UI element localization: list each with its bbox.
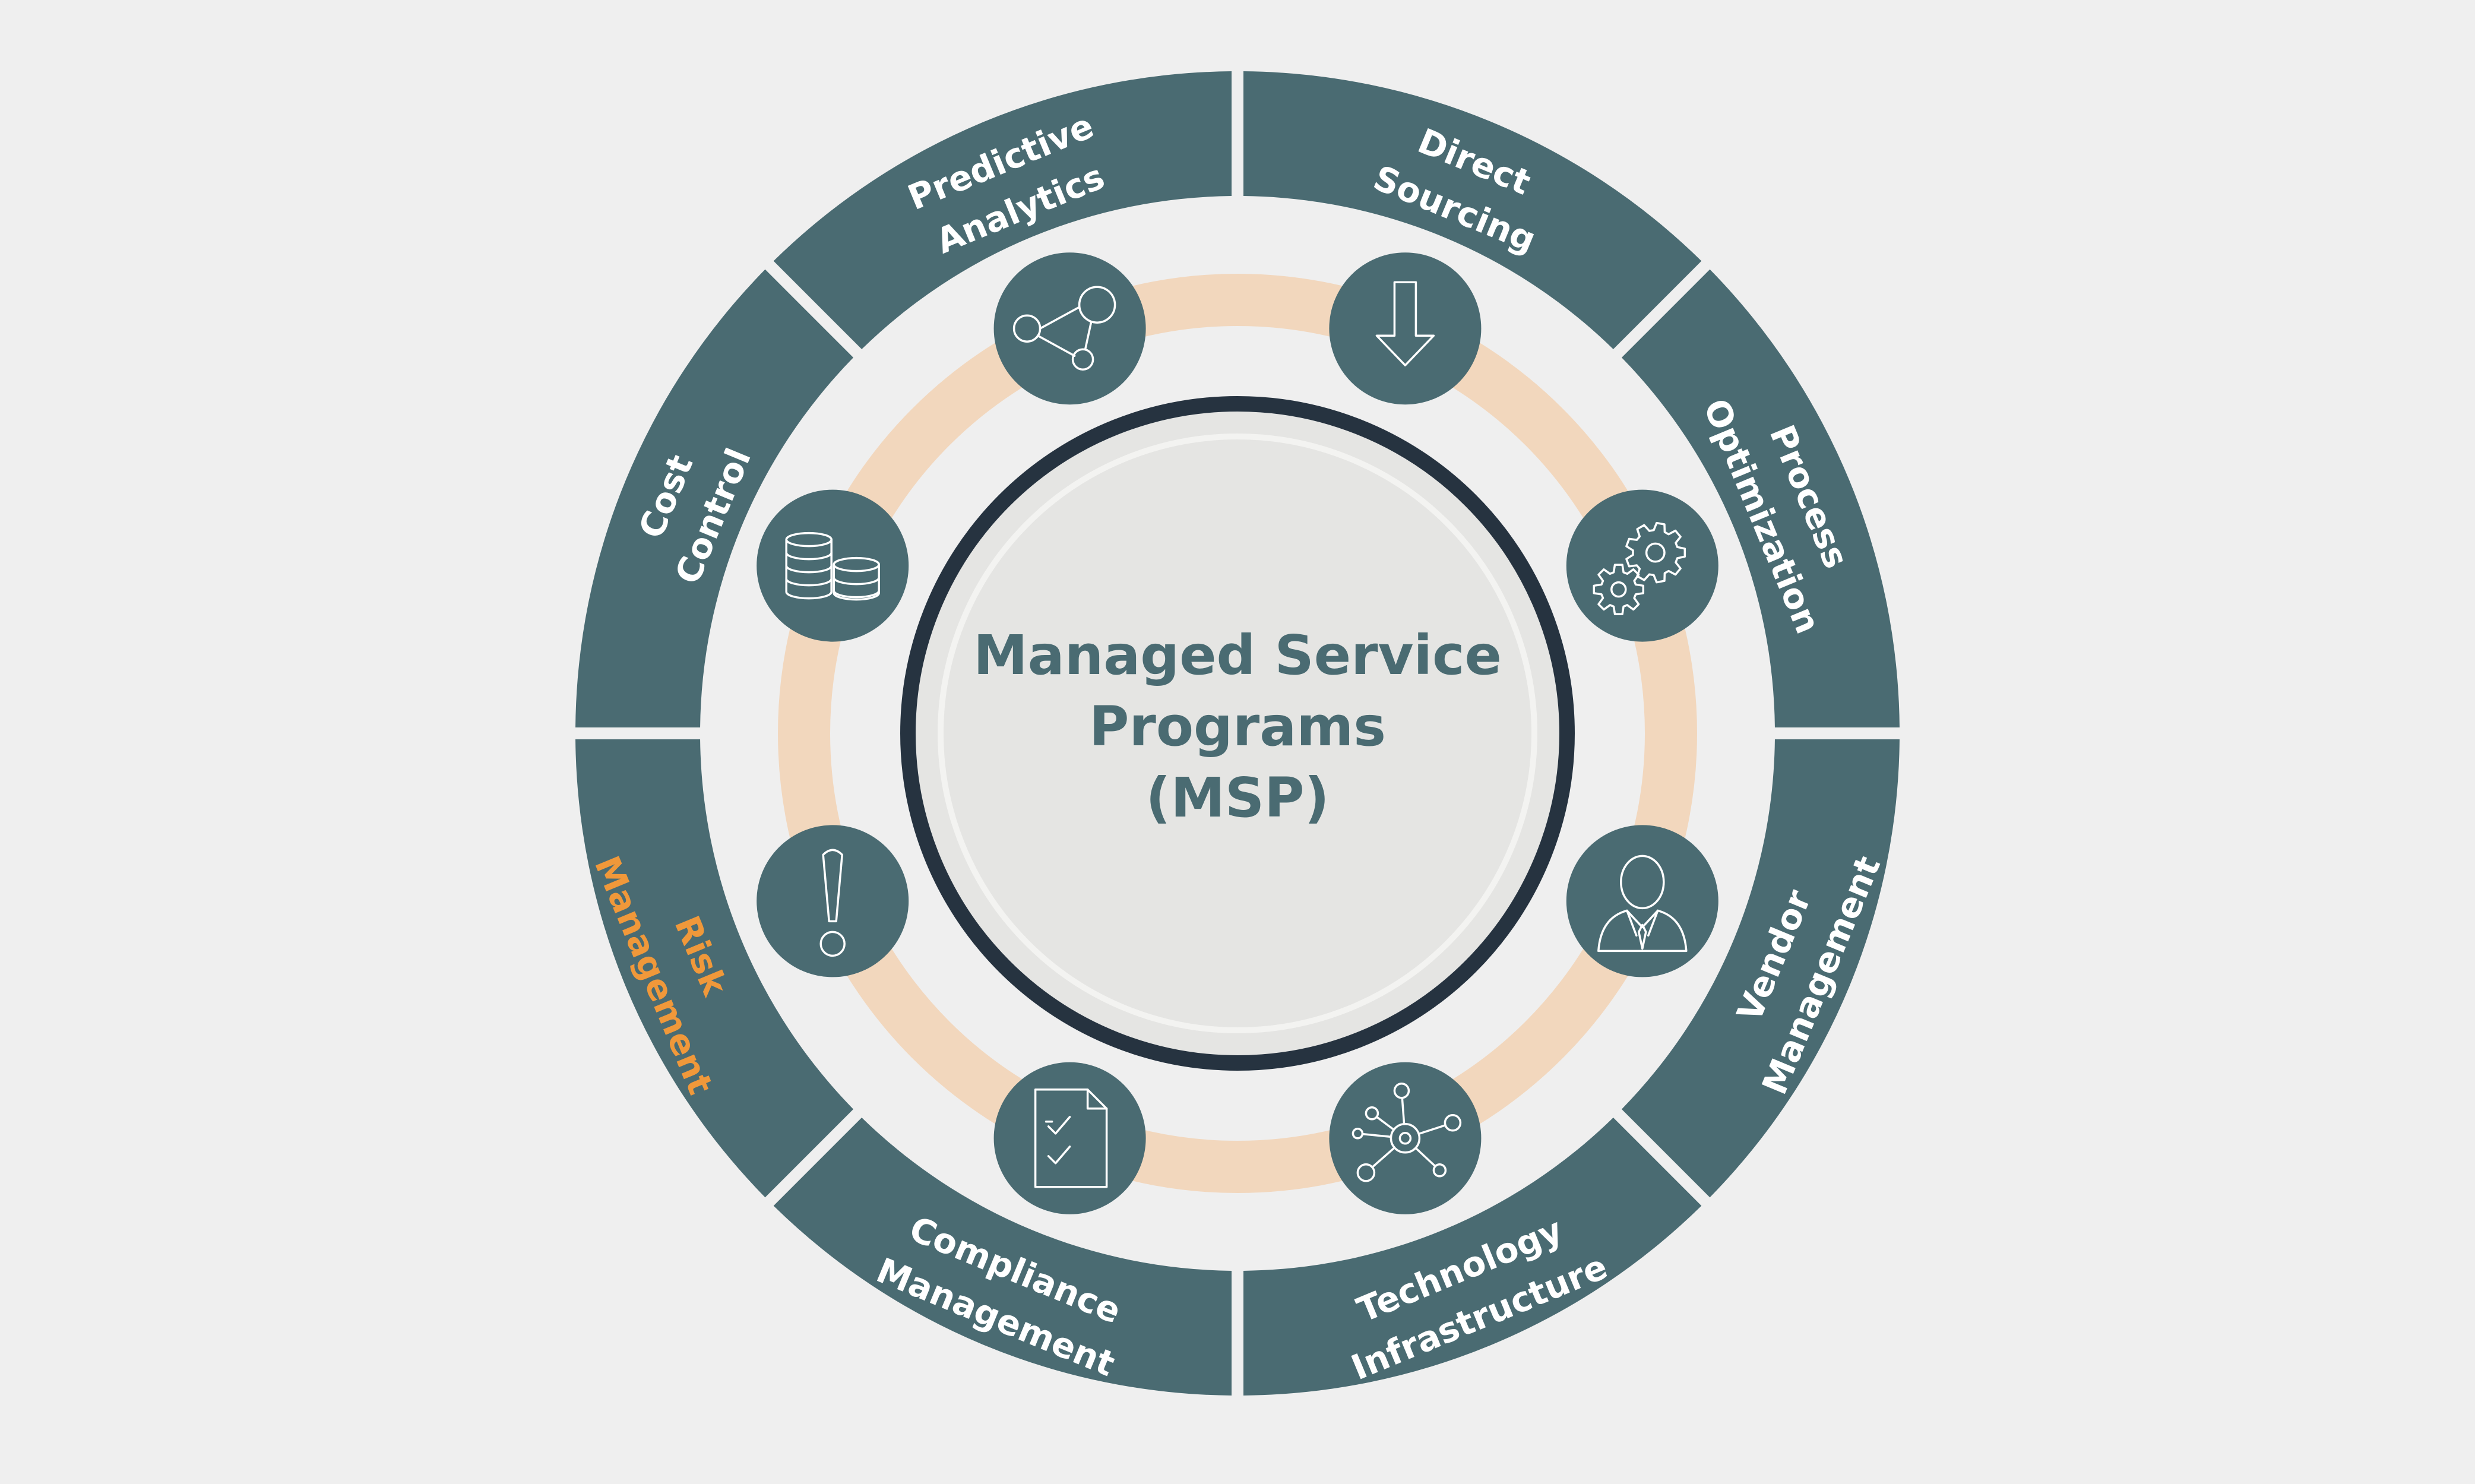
icon-badge-cost-control	[757, 489, 909, 642]
outer-segments-ring	[575, 71, 1900, 1396]
icon-badge-direct-sourcing	[1329, 252, 1482, 405]
segment-vendor-management	[1621, 739, 1900, 1198]
connector-ring	[778, 274, 1697, 1193]
icon-badge-circle	[1329, 252, 1482, 405]
center-title-line-2: Programs	[1089, 695, 1386, 758]
segment-cost-control	[575, 269, 854, 728]
icon-badge-circle	[1566, 825, 1718, 977]
icon-badge-circle	[757, 489, 909, 642]
download-arrow-icon	[1375, 281, 1435, 366]
center-hub: Managed Service Programs (MSP)	[900, 396, 1575, 1071]
icon-badge-circle	[993, 252, 1146, 405]
coin-stacks-icon	[785, 531, 880, 601]
person-icon	[1597, 855, 1688, 953]
center-title-line-1: Managed Service	[973, 624, 1502, 687]
center-hub-fill	[938, 434, 1537, 1033]
icon-badge-vendor-management	[1566, 825, 1718, 977]
icon-badge-circle	[1566, 489, 1718, 642]
segment-compliance-management	[773, 1117, 1232, 1396]
node-graph-icon	[1012, 286, 1116, 371]
checklist-document-icon	[1034, 1089, 1108, 1188]
icon-badge-compliance-management	[993, 1062, 1146, 1214]
exclamation-icon	[819, 849, 846, 957]
segment-risk-management	[575, 739, 854, 1198]
segment-direct-sourcing	[1243, 71, 1702, 350]
segment-technology-infrastructure	[1243, 1117, 1702, 1396]
icon-badge-circle	[757, 825, 909, 977]
center-title-line-3: (MSP)	[1145, 766, 1329, 830]
network-hub-icon	[1352, 1083, 1462, 1182]
gears-icon	[1593, 521, 1686, 615]
icon-badge-risk-management	[757, 825, 909, 977]
icon-badge-predictive-analytics	[993, 252, 1146, 405]
segment-predictive-analytics	[773, 71, 1232, 350]
icon-badge-process-optimization	[1566, 489, 1718, 642]
icon-badge-circle	[993, 1062, 1146, 1214]
icon-badges	[757, 252, 1718, 1214]
segment-process-optimization	[1621, 269, 1900, 728]
icon-badge-technology-infrastructure	[1329, 1062, 1482, 1214]
